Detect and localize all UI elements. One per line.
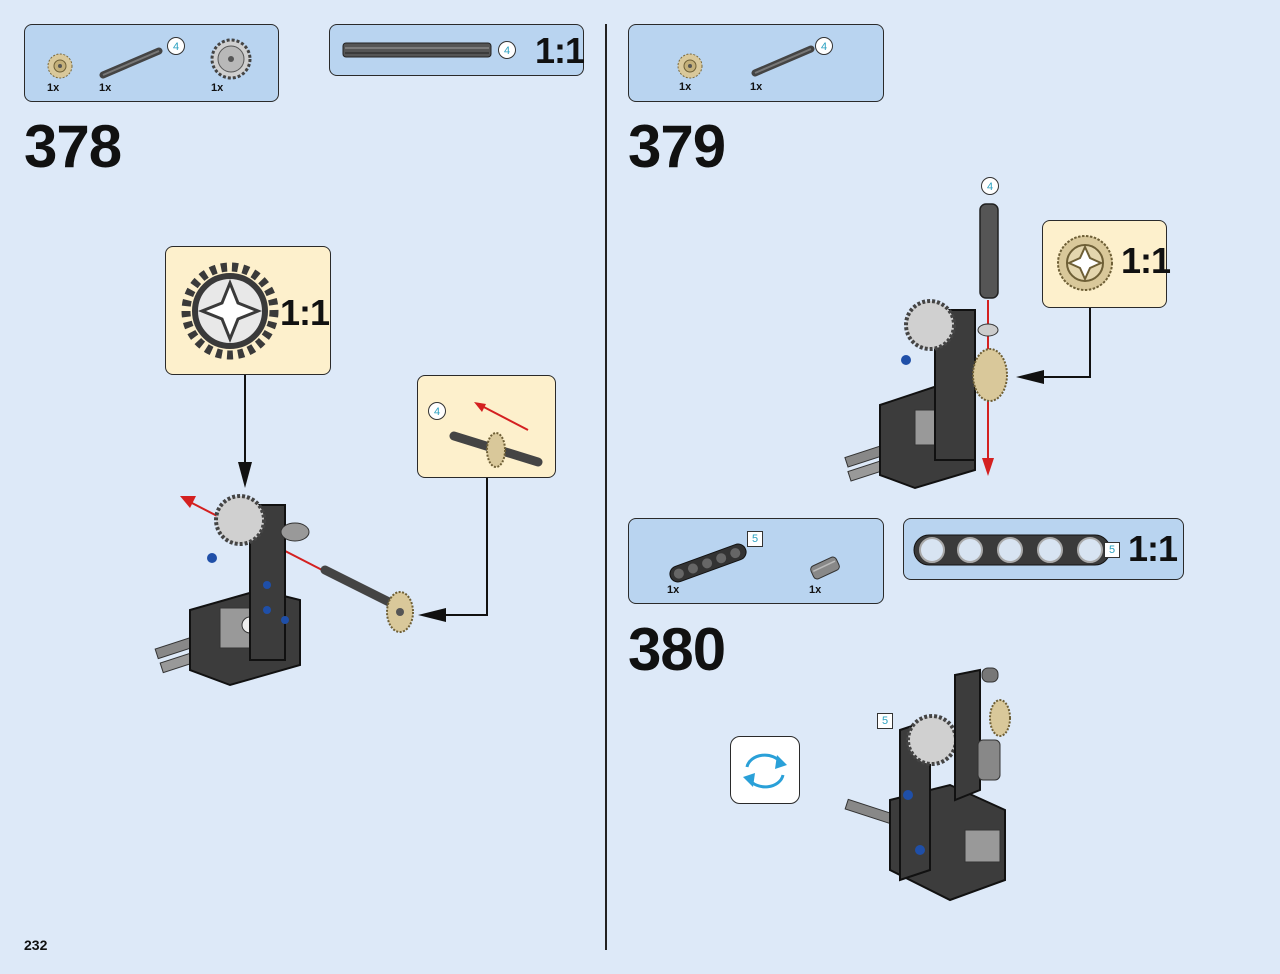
gear-callout-box: 1:1	[1042, 220, 1171, 308]
scale-label: 1:1	[1121, 240, 1171, 281]
subassembly-callout-box: 4	[417, 375, 556, 478]
axle-4-icon	[751, 45, 815, 77]
parts-list-box-380: 5 1x 1x	[628, 518, 884, 604]
beam-length-label: 5	[1104, 542, 1120, 558]
grey-gear-icon	[210, 38, 252, 80]
beam-scale-box: 5 1:1	[903, 518, 1184, 580]
axle-4-icon	[99, 47, 163, 79]
scale-label: 1:1	[280, 292, 330, 333]
step-number: 380	[628, 616, 726, 683]
part-qty: 1x	[211, 82, 224, 94]
axle-scale-length: 4	[498, 41, 516, 59]
axle-scale-icon	[342, 42, 492, 58]
axle-length-label: 4	[815, 37, 833, 55]
model-assembly-378	[154, 494, 414, 687]
part-qty: 1x	[750, 81, 763, 93]
step-number: 379	[628, 113, 726, 180]
axle-length-label: 4	[167, 37, 185, 55]
part-qty: 1x	[809, 584, 822, 596]
scale-label: 1:1	[535, 30, 585, 71]
tan-gear-icon	[47, 53, 73, 79]
part-qty: 1x	[99, 82, 112, 94]
axle-length-label: 4	[981, 177, 999, 195]
page-number: 232	[24, 937, 48, 953]
part-qty: 1x	[679, 81, 692, 93]
part-qty: 1x	[47, 82, 60, 94]
rotate-model-button[interactable]	[730, 736, 800, 804]
beam-length-label: 5	[747, 531, 763, 547]
page-divider	[605, 24, 607, 950]
axle-length-label: 4	[428, 402, 446, 420]
step-number: 378	[24, 113, 122, 180]
beam-5-icon	[669, 543, 747, 583]
beam-scale-icon	[913, 534, 1111, 566]
grey-gear-icon	[181, 262, 279, 360]
part-qty: 1x	[667, 584, 680, 596]
tan-gear-icon	[1057, 235, 1113, 291]
model-assembly-379	[844, 203, 1008, 490]
axle-connector-icon	[810, 556, 840, 580]
parts-list-box-378: 4 1x 1x 1x	[24, 24, 279, 102]
scale-label: 1:1	[1128, 528, 1178, 569]
beam-length-label: 5	[877, 713, 893, 729]
parts-list-box-379: 4 1x 1x	[628, 24, 884, 102]
model-assembly-380	[844, 667, 1011, 902]
gear-callout-box: 1:1	[165, 246, 331, 375]
tan-gear-icon	[677, 53, 703, 79]
rotate-model-icon	[743, 753, 787, 789]
axle-with-gear-icon	[449, 402, 543, 468]
axle-scale-box: 4 1:1	[329, 24, 585, 76]
